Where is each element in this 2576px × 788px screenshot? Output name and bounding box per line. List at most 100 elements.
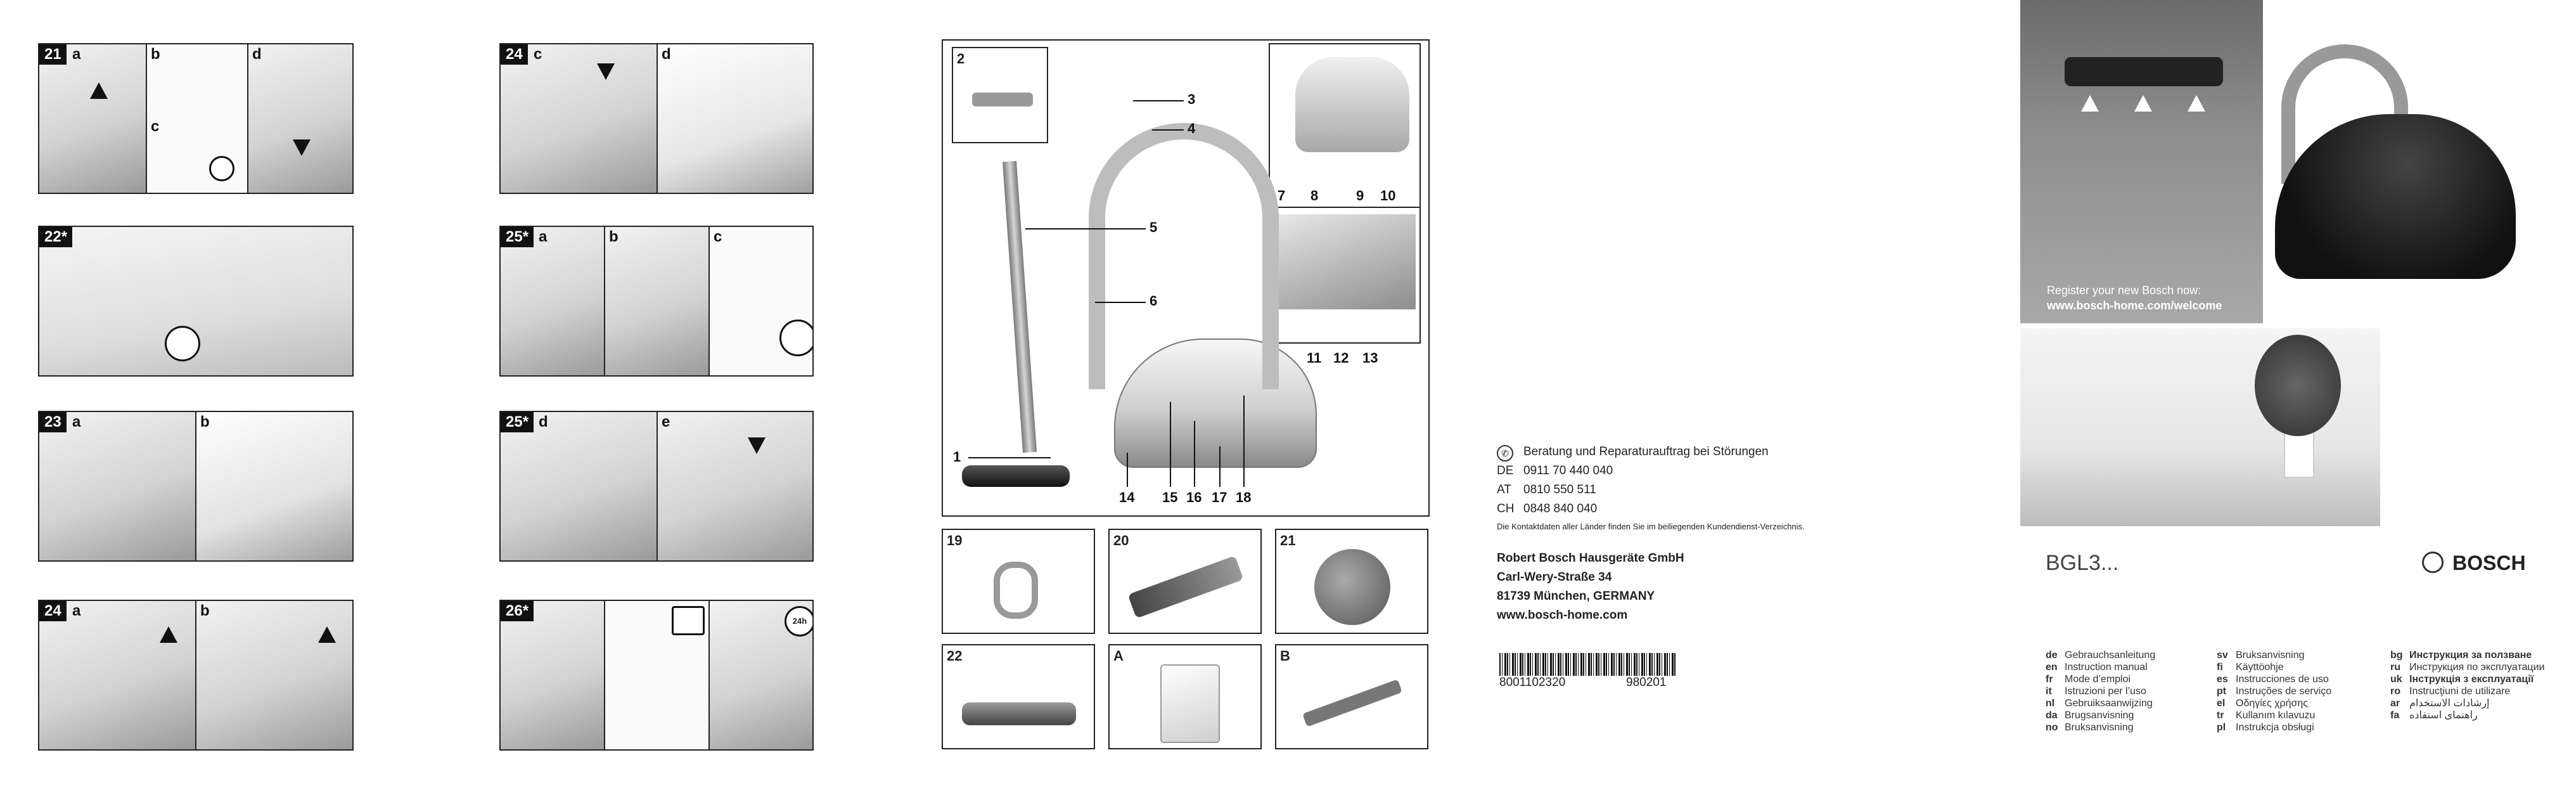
- callout-3: 3: [1188, 91, 1196, 107]
- step-number: 25*: [501, 227, 534, 247]
- accessory-19: 19: [942, 529, 1095, 634]
- figure-25e: [658, 412, 812, 560]
- step-number: 25*: [501, 412, 534, 432]
- step-letter: a: [539, 228, 548, 245]
- leader-line: [1170, 402, 1171, 487]
- up-arrow-icon: [318, 626, 336, 643]
- clip-icon: [994, 562, 1038, 619]
- figure-25a: [501, 227, 605, 375]
- up-arrow-icon: [2134, 95, 2152, 112]
- down-arrow-icon: [293, 139, 311, 156]
- figure-25b: [605, 227, 710, 375]
- figure-21: 21 a b c d: [38, 43, 354, 194]
- step-letter: c: [151, 118, 160, 135]
- leader-line: [1243, 396, 1245, 487]
- down-arrow-icon: [748, 437, 766, 454]
- callout-4: 4: [1188, 120, 1196, 136]
- callout-12: 12: [1333, 350, 1349, 366]
- turbo-nozzle-icon: [962, 702, 1076, 725]
- brush-nozzle-icon: [972, 93, 1033, 107]
- leader-line: [1219, 446, 1221, 487]
- service-phone-de: 0911 70 440 040: [1523, 464, 1613, 477]
- wash-icon: [672, 606, 705, 635]
- callout-17: 17: [1212, 489, 1227, 505]
- plant-pot: [2284, 430, 2314, 478]
- callout-10: 10: [1380, 188, 1396, 203]
- power-button-icon: [165, 326, 200, 361]
- barcode-number: 8001102320: [1499, 676, 1566, 689]
- figure-21a: [39, 44, 147, 193]
- step-letter: d: [662, 46, 671, 63]
- down-arrow-icon: [597, 63, 615, 80]
- leader-line: [968, 457, 1051, 458]
- vacuum-top-view: [1295, 57, 1409, 152]
- timer-24h-badge: 24h: [785, 606, 812, 636]
- inset-label: 2: [957, 51, 965, 67]
- telescopic-tube: [1002, 160, 1037, 453]
- step-number: 22*: [39, 227, 73, 247]
- inset-2: 2: [952, 47, 1048, 143]
- step-letter: b: [200, 602, 210, 619]
- step-number: 24: [501, 44, 528, 65]
- brand-name: BOSCH: [2452, 552, 2526, 574]
- callout-11: 11: [1307, 350, 1322, 366]
- inset-bag-compartment: [1269, 207, 1421, 344]
- address-street: Carl-Wery-Straße 34: [1497, 571, 1612, 584]
- callout-18: 18: [1236, 489, 1252, 505]
- step-number: 24: [39, 601, 67, 621]
- callout-7: 7: [1278, 188, 1286, 203]
- leader-line: [1194, 421, 1195, 487]
- barcode: [1499, 653, 1677, 676]
- callout-8: 8: [1310, 188, 1319, 203]
- figure-23b: [196, 412, 352, 560]
- dust-bag-icon: [1160, 664, 1220, 743]
- accessory-20: 20: [1108, 529, 1262, 634]
- step-letter: a: [72, 413, 81, 430]
- service-phone-at: 0810 550 511: [1523, 483, 1596, 496]
- phone-icon: ✆: [1497, 445, 1513, 462]
- step-letter: b: [151, 46, 160, 63]
- service-note: Die Kontaktdaten aller Länder finden Sie…: [1497, 522, 1805, 531]
- step-number: 26*: [501, 601, 534, 621]
- figure-24c: [501, 44, 658, 193]
- step-letter: d: [252, 46, 262, 63]
- figure-26a: [501, 601, 605, 749]
- address-web: www.bosch-home.com: [1497, 609, 1628, 622]
- callout-1: 1: [953, 449, 961, 465]
- leader-line: [1025, 228, 1146, 229]
- register-url: www.bosch-home.com/welcome: [2047, 299, 2222, 312]
- step-letter: b: [609, 228, 618, 245]
- plant-foliage: [2255, 335, 2341, 436]
- callout-5: 5: [1150, 219, 1158, 235]
- room-photo: [2020, 328, 2380, 526]
- bosch-logo-icon: [2422, 552, 2444, 573]
- accessory-label: A: [1113, 648, 1124, 664]
- service-heading: Beratung und Reparaturauftrag bei Störun…: [1523, 445, 1769, 458]
- callout-15: 15: [1162, 489, 1178, 505]
- accessory-21: 21: [1275, 529, 1428, 634]
- crevice-nozzle-icon: [1127, 555, 1244, 619]
- leader-line: [1152, 129, 1184, 131]
- hard-floor-nozzle-icon: [1302, 679, 1402, 727]
- accessory-B: B: [1275, 644, 1428, 749]
- step-letter: b: [200, 413, 210, 430]
- bag-compartment-view: [1276, 214, 1416, 309]
- service-country-ch: CH: [1497, 502, 1515, 515]
